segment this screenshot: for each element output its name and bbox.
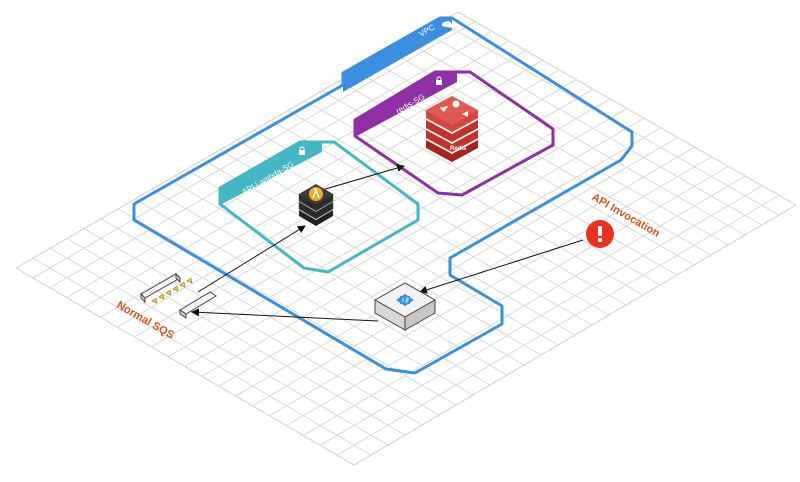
message-markers: [151, 277, 193, 304]
grid-line: [218, 127, 662, 387]
sqs-queue-icon: [140, 272, 217, 319]
vpc-group: VPC: [132, 16, 634, 375]
lock-icon: [436, 76, 442, 85]
grid-line: [336, 194, 780, 456]
grid-line: [286, 165, 729, 427]
connector-gateway-to-sqs: [191, 308, 379, 322]
grid-line: [117, 69, 560, 328]
grid-line: [269, 156, 712, 417]
grid-line: [235, 137, 678, 397]
api-gateway-icon: [373, 282, 437, 331]
grid-line: [201, 117, 645, 377]
grid-line: [150, 88, 594, 348]
cloud-icon: [441, 21, 453, 28]
api-gateway-node[interactable]: [373, 282, 437, 331]
grid-line: [252, 146, 695, 407]
lambda-node[interactable]: [298, 184, 334, 226]
connector-api-invocation-to-gateway: [419, 239, 584, 294]
grid-line: [83, 50, 526, 308]
connections: [191, 164, 584, 322]
grid-line: [167, 98, 611, 358]
vpc-header: [343, 18, 452, 92]
grid-line: [184, 108, 628, 367]
alert-icon: [586, 220, 614, 248]
lambda-sg-header: [220, 142, 322, 205]
redis-label: Redis: [450, 146, 467, 152]
lambda-icon: [298, 184, 334, 226]
connector-sqs-to-lambda: [197, 225, 306, 293]
redis-node[interactable]: Redis: [426, 96, 478, 162]
grid-line: [319, 185, 763, 446]
isometric-floor: [15, 11, 797, 466]
connector-lambda-to-redis: [321, 164, 405, 191]
grid-line: [32, 21, 476, 279]
redis-sg-header: [355, 72, 457, 137]
lock-icon: [299, 146, 305, 155]
redis-icon: Redis: [426, 96, 478, 162]
grid-line: [303, 175, 746, 436]
